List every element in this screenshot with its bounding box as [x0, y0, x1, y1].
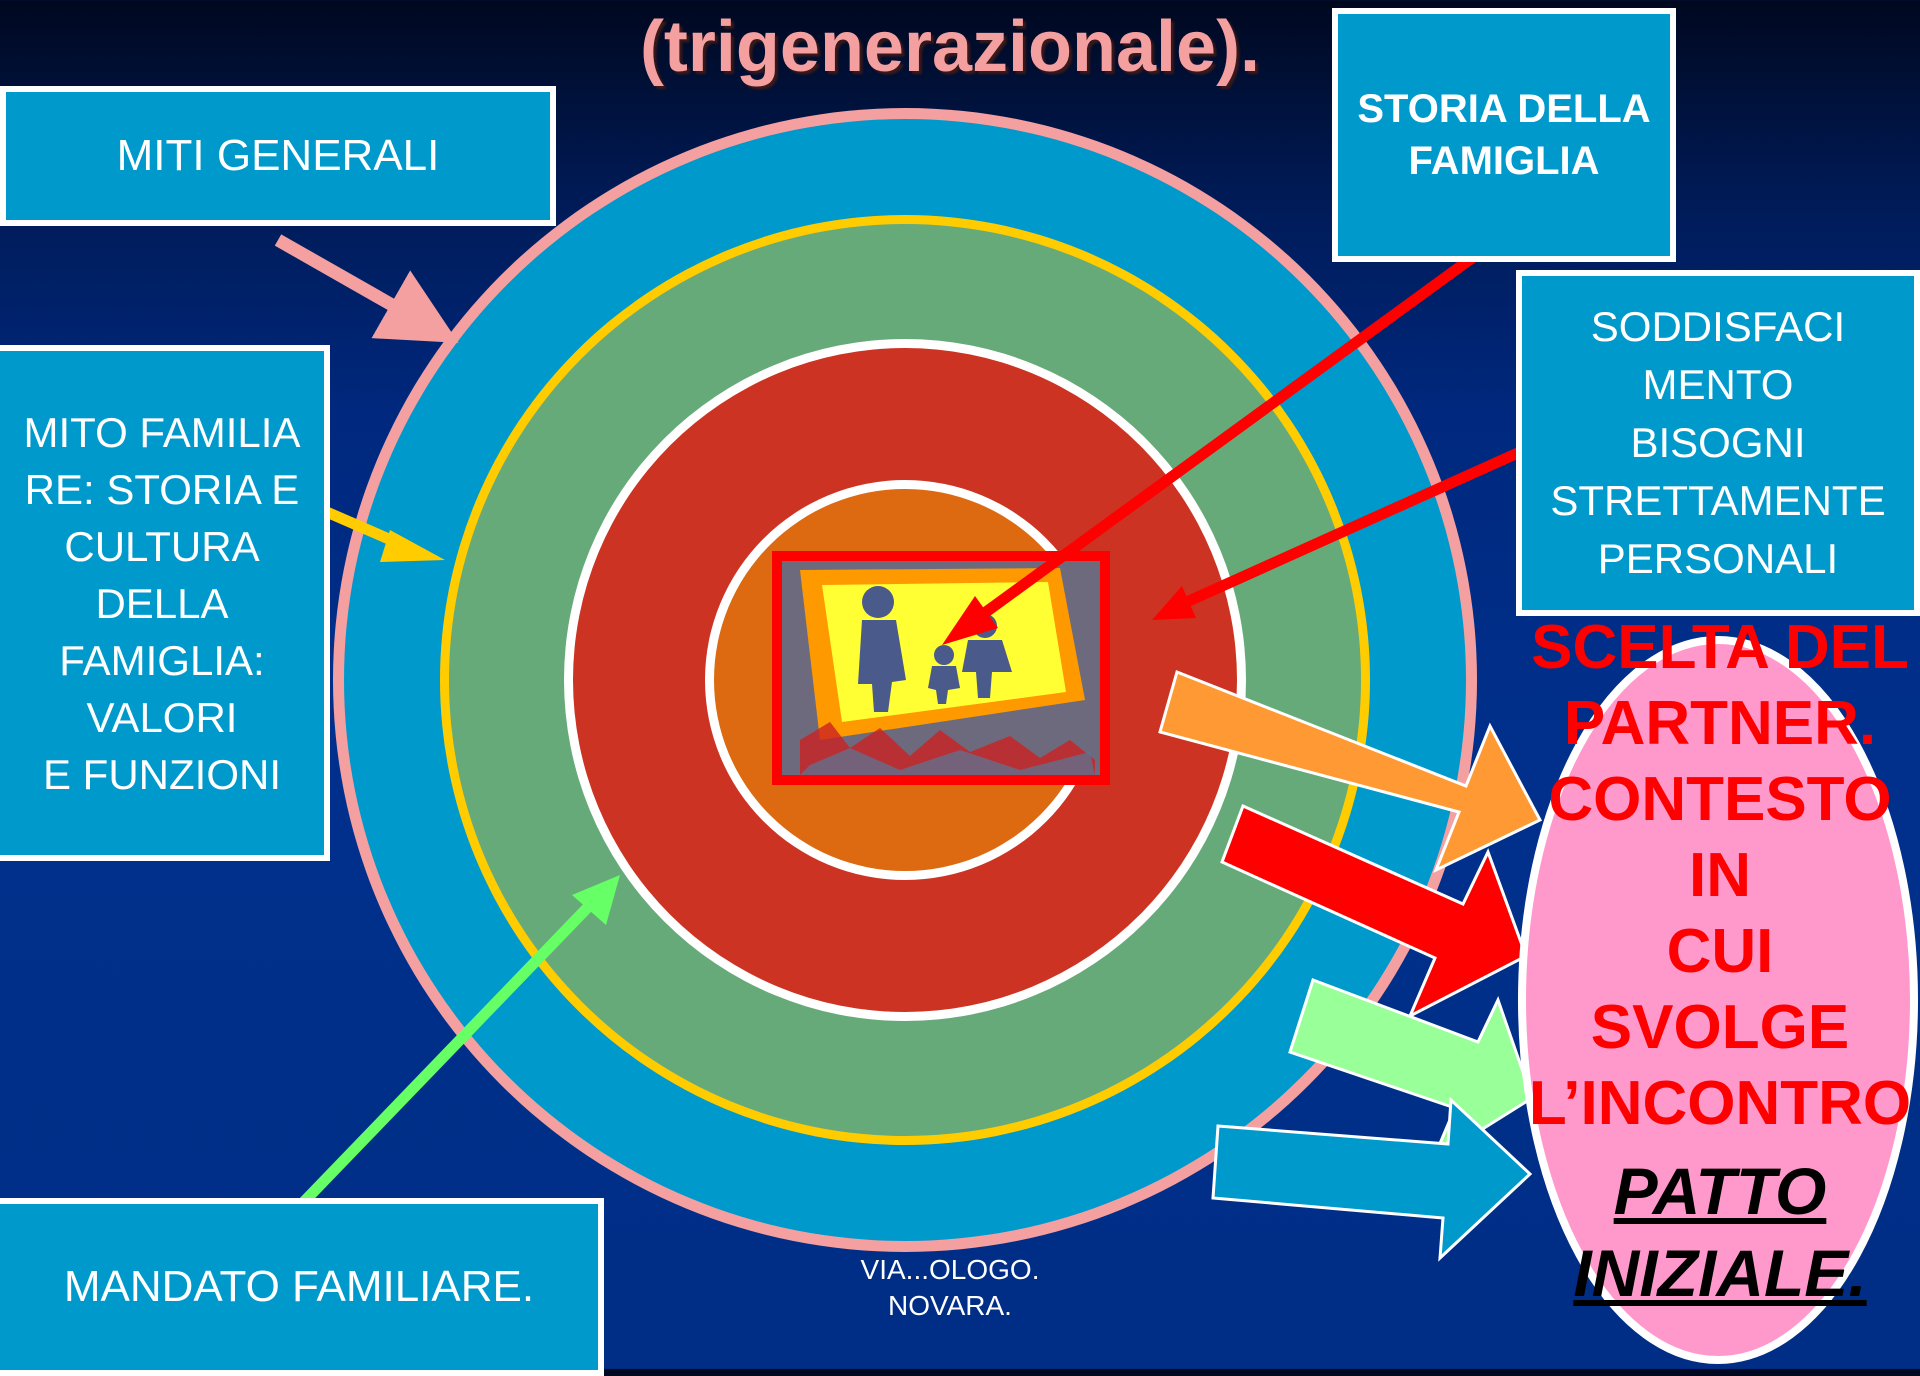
block-arrow-orange: [1158, 669, 1543, 874]
mandato-familiare-label: MANDATO FAMILIARE.: [63, 1262, 535, 1311]
box-soddisfacimento: SODDISFACI MENTO BISOGNI STRETTAMENTE PE…: [1516, 270, 1920, 616]
arrow-mito-familiare: [319, 504, 445, 562]
footer-text: VIA...OLOGO. NOVARA.: [860, 1254, 1040, 1321]
box-storia-famiglia: STORIA DELLA FAMIGLIA: [1332, 8, 1676, 262]
block-arrow-blue: [1211, 1096, 1533, 1262]
arrow-miti-generali: [274, 234, 459, 343]
storia-famiglia-label: STORIA DELLA FAMIGLIA: [1357, 87, 1651, 183]
block-arrow-red: [1220, 803, 1528, 1020]
arrow-storia-famiglia: [942, 253, 1476, 645]
patto-iniziale-text: PATTO INIZIALE.: [1573, 1154, 1867, 1310]
arrow-mandato-familiare: [292, 875, 620, 1214]
page-title: (trigenerazionale).: [639, 7, 1261, 87]
mito-familiare-label: MITO FAMILIA RE: STORIA E CULTURA DELLA …: [23, 408, 301, 798]
box-mito-familiare: MITO FAMILIA RE: STORIA E CULTURA DELLA …: [0, 345, 330, 861]
box-mandato-familiare: MANDATO FAMILIARE.: [0, 1198, 604, 1376]
outcome-ellipse: [1518, 636, 1918, 1364]
family-image: [772, 551, 1110, 785]
outcome-text: SCELTA DEL PARTNER. CONTESTO IN CUI SVOL…: [1528, 613, 1912, 1138]
box-miti-generali: MITI GENERALI: [0, 86, 556, 226]
arrow-soddisfacimento: [1152, 446, 1523, 620]
miti-generali-label: MITI GENERALI: [116, 131, 440, 180]
soddisfacimento-label: SODDISFACI MENTO BISOGNI STRETTAMENTE PE…: [1550, 303, 1886, 582]
